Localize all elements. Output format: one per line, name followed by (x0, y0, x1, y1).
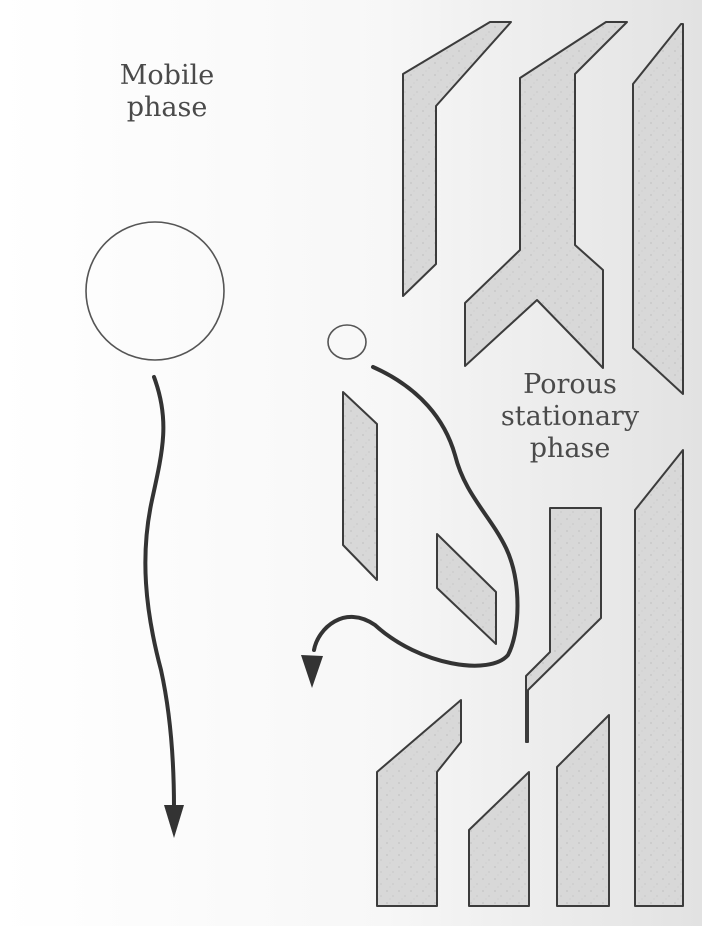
particle-upper-right (633, 24, 683, 394)
mobile-phase-label-line-1: Mobile (82, 60, 252, 92)
porous-label-line-2: stationary (485, 401, 655, 433)
porous-label-line-1: Porous (485, 369, 655, 401)
porous-label-line-3: phase (485, 433, 655, 465)
particle-right-long (635, 450, 683, 906)
mobile-phase-label-line-2: phase (82, 92, 252, 124)
porous-stationary-phase-label: Porous stationary phase (485, 369, 655, 465)
mobile-phase-label: Mobile phase (82, 60, 252, 124)
